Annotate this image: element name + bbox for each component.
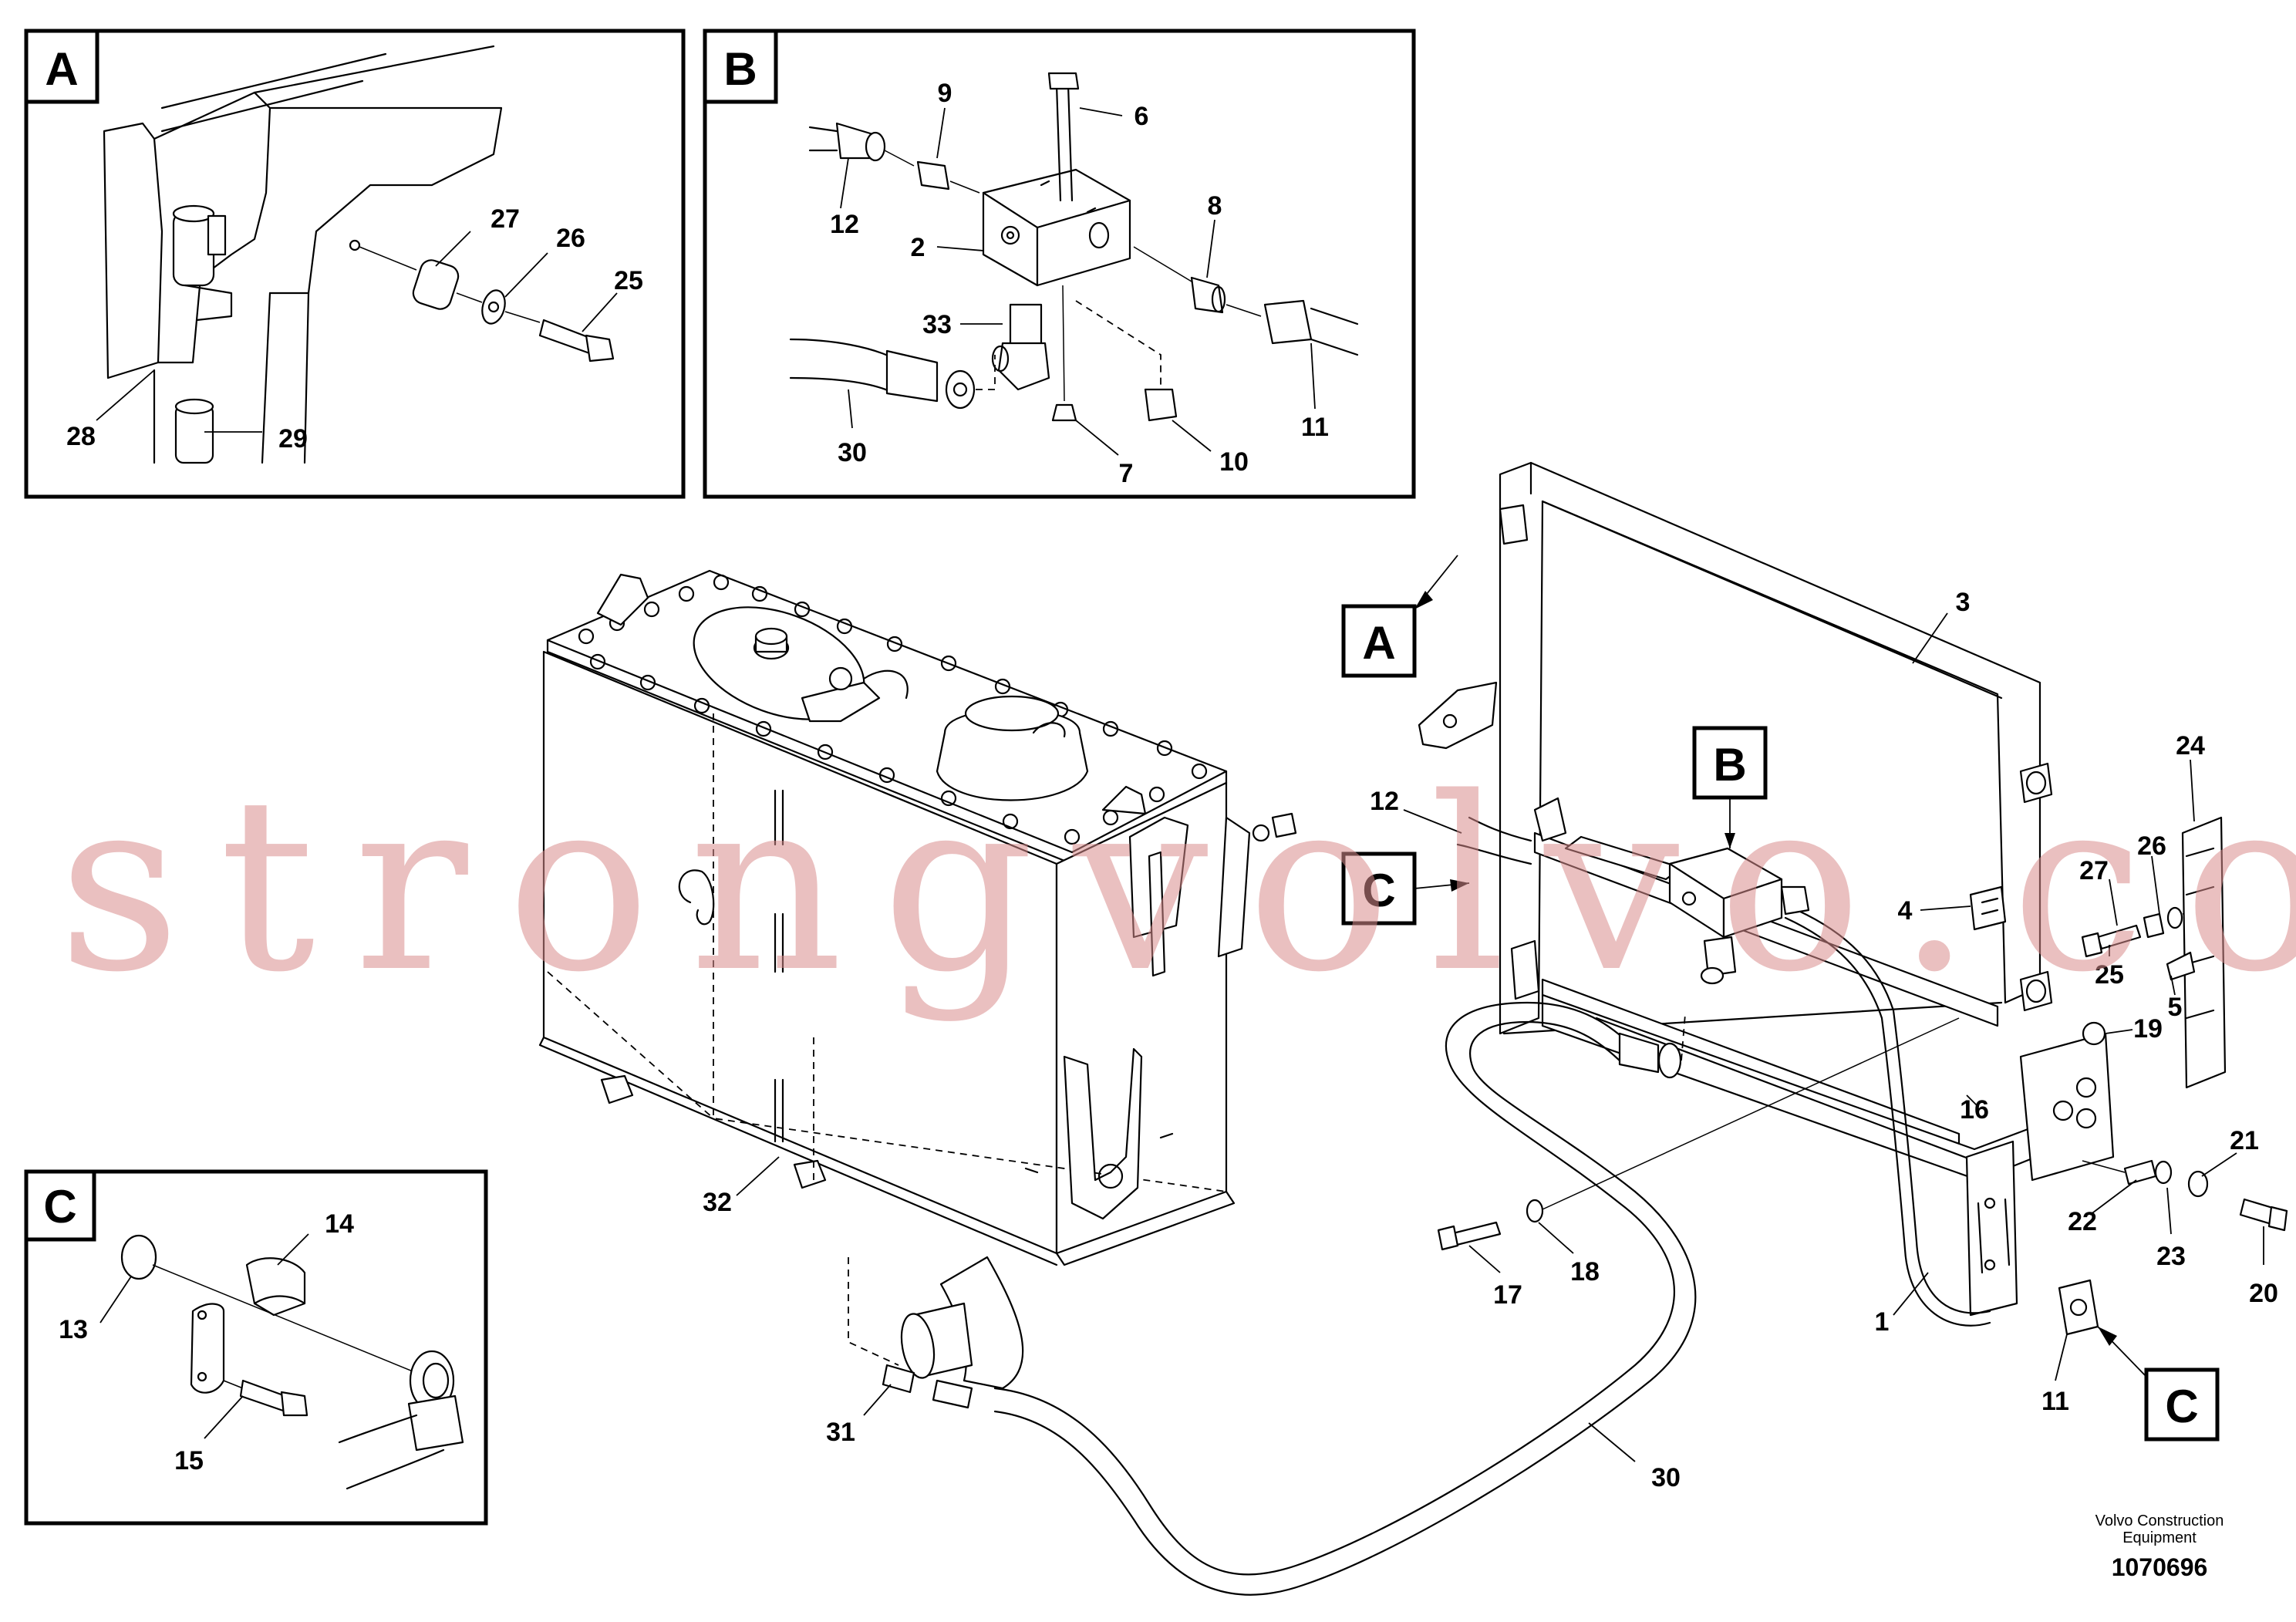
callout-main-12: 12 [1370,787,1399,816]
detail-b-drawing [789,72,1359,422]
callout-b-2: 2 [911,233,925,262]
callout-main-30: 30 [1651,1463,1681,1492]
callout-c-15: 15 [174,1446,204,1475]
detail-panel-a: A [24,29,686,499]
detail-c-drawing [120,1234,464,1490]
callout-a-28: 28 [66,422,96,451]
callout-a-27: 27 [491,204,520,234]
callout-b-33: 33 [922,310,952,339]
callout-main-23: 23 [2156,1242,2186,1271]
callout-c-14: 14 [325,1209,354,1239]
callout-main-4: 4 [1898,896,1913,926]
loose-fasteners [1437,816,2288,1336]
hose-30 [993,1001,1697,1596]
callout-main-20: 20 [2249,1279,2278,1308]
callout-main-24: 24 [2176,731,2205,760]
callout-main-26: 26 [2137,831,2166,861]
brand-line-2: Equipment [2122,1529,2197,1546]
callout-main-5: 5 [2168,993,2183,1022]
main-tag-c-right-box [2144,1367,2220,1442]
callout-main-16: 16 [1960,1095,1989,1125]
hydraulic-tank [538,569,1297,1409]
footer-brand: Volvo Construction Equipment 1070696 [2095,1512,2224,1581]
detail-panel-c: C 14 13 15 [24,1169,488,1526]
main-tag-c-right: C [2097,1326,2220,1442]
callout-main-31: 31 [826,1418,855,1447]
callout-main-18: 18 [1570,1257,1600,1286]
main-view-leaders [736,612,2264,1462]
detail-c-label-box [24,1169,96,1242]
callout-main-22: 22 [2068,1207,2097,1236]
main-tag-a: A [1341,555,1458,678]
callout-c-13: 13 [59,1315,88,1344]
callout-a-25: 25 [614,266,643,295]
callout-a-26: 26 [556,224,585,253]
radiator-frame [1418,461,2115,1327]
main-tag-c-left: C [1341,851,1470,926]
callout-main-3: 3 [1956,588,1971,617]
callout-main-17: 17 [1493,1280,1522,1310]
brand-line-1: Volvo Construction [2095,1512,2224,1529]
callout-main-21: 21 [2230,1126,2259,1155]
callout-a-29: 29 [278,424,308,454]
callout-b-12: 12 [830,210,859,239]
callout-b-30: 30 [838,438,867,467]
detail-b-letter: B [723,43,757,95]
callout-b-6: 6 [1135,102,1149,131]
main-tag-c-right-arrow [2098,1327,2117,1346]
detail-panel-b: B [703,29,1416,499]
main-tag-c-left-letter: C [1362,865,1395,916]
main-tag-c-right-letter: C [2165,1381,2198,1432]
callout-main-32: 32 [703,1188,732,1217]
main-tag-c-left-arrow [1450,879,1469,892]
detail-b-label-box [703,29,778,104]
detail-c-letter: C [43,1181,76,1233]
detail-a-label-box [24,29,99,104]
callout-b-11: 11 [1301,413,1329,442]
main-tag-a-arrow [1414,591,1433,609]
detail-b-leaders [840,107,1316,456]
watermark-text: strongvolvo.com [58,747,2296,1025]
callout-b-8: 8 [1208,191,1222,221]
main-tag-b-letter: B [1713,739,1746,791]
callout-main-27: 27 [2079,856,2109,885]
detail-a-letter: A [45,43,78,95]
callout-b-10: 10 [1219,447,1249,477]
main-tag-a-box [1341,604,1417,678]
callout-main-11: 11 [2041,1387,2069,1416]
detail-a-leaders [96,231,618,433]
callout-b-7: 7 [1119,459,1134,488]
main-tag-a-letter: A [1362,617,1395,669]
manifold-block [1668,847,1810,985]
main-tag-b-arrow [1725,833,1735,848]
callout-main-1: 1 [1875,1307,1890,1337]
callout-main-19: 19 [2133,1014,2163,1044]
detail-a-drawing [103,45,615,464]
detail-c-leaders [99,1233,309,1439]
main-tag-b: B [1692,726,1768,848]
drawing-number: 1070696 [2112,1553,2208,1581]
callout-main-25: 25 [2095,960,2124,990]
callout-b-9: 9 [938,79,952,108]
